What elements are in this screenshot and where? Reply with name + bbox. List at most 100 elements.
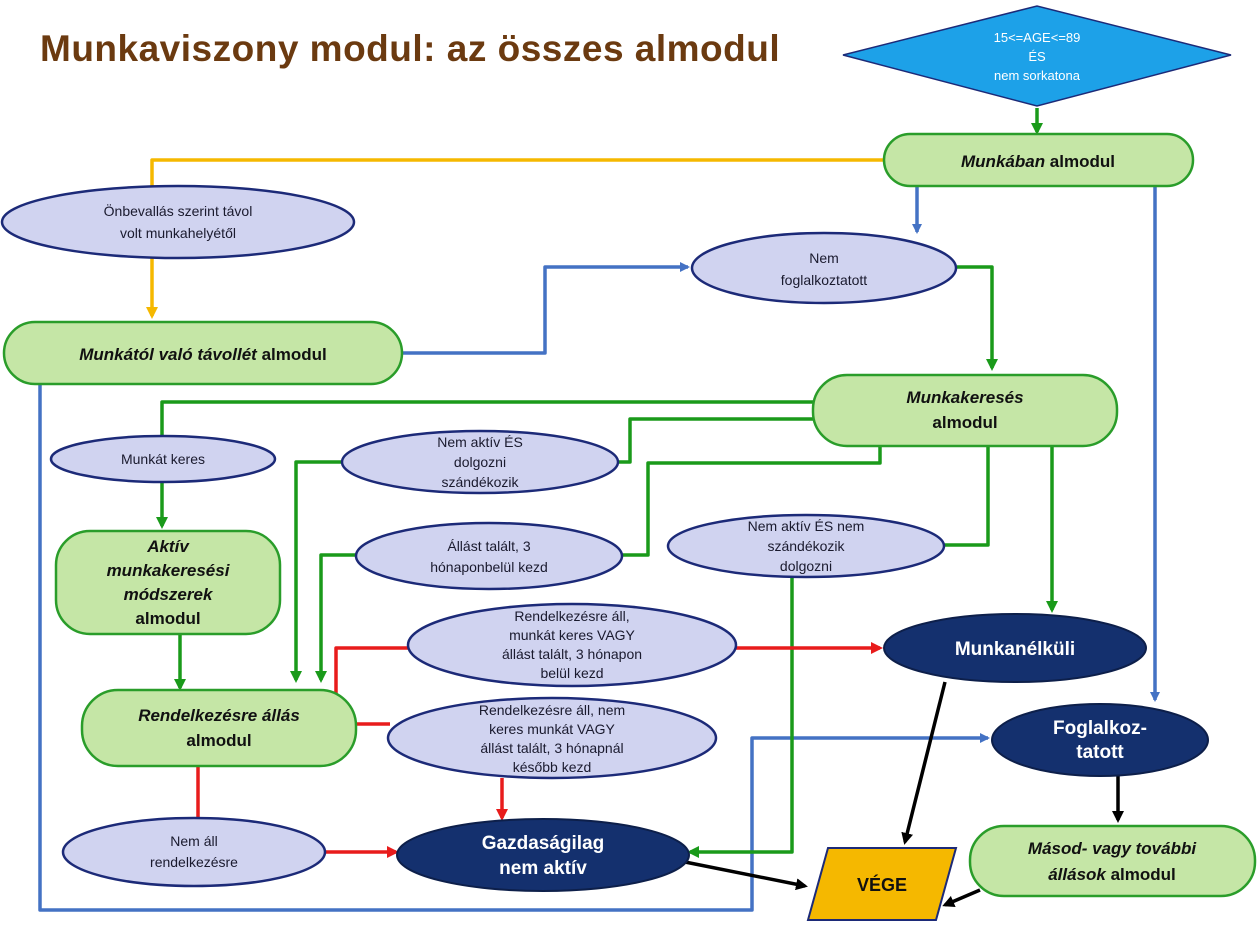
connectors [38, 108, 1160, 912]
munkat-keres-label: Munkát keres [121, 451, 205, 467]
svg-text:Munkában almodul: Munkában almodul [961, 152, 1115, 171]
munkakereses-line-1: Munkakeresés [906, 388, 1023, 407]
arrow-rendelkezesre-to-rendelkezesre-all-keres [334, 646, 408, 700]
rak-line-3: állást talált, 3 hónapon [502, 646, 642, 662]
rendelkezesre-all-keres-ellipse: Rendelkezésre áll, munkát keres VAGY állás… [406, 602, 738, 688]
arrow-munkakereses-to-nem-aktiv-nem-szandekozik [944, 446, 990, 547]
nem-all-line-1: Nem áll [170, 833, 217, 849]
nem-aktiv-nem-szandekozik-line-2: szándékozik [767, 538, 845, 554]
onbevallas-line-1: Önbevallás szerint távol [104, 202, 253, 219]
nem-foglalkoztatott-line-1: Nem [809, 250, 839, 266]
masod-line-1: Másod- vagy további [1028, 839, 1197, 858]
foglalkoztatott-line-1: Foglalkoz- [1053, 718, 1147, 739]
rendelkezesre-allas-line-2: almodul [186, 731, 251, 750]
arrow-nem-aktiv-szandekozik-to-rendelkezesre [290, 460, 342, 683]
nem-all-ellipse: Nem áll rendelkezésre [61, 816, 327, 888]
foglalkoztatott-node: Foglalkoz-tatott [991, 703, 1209, 777]
aktiv-line-1: Aktív [146, 537, 190, 556]
arrow-tavollet-to-foglalkoztatott [38, 384, 990, 912]
foglalkoztatott-line-2: tatott [1076, 742, 1124, 763]
rak-line-4: belül kezd [540, 665, 603, 681]
start-line-3: nem sorkatona [994, 68, 1081, 83]
gazdasagilag-node: Gazdaságilag nem aktív [396, 818, 690, 892]
munkanelkuli-label: Munkanélküli [955, 639, 1075, 660]
vege-node: VÉGE [806, 847, 958, 921]
onbevallas-line-2: volt munkahelyétől [120, 225, 236, 241]
nem-aktiv-szandekozik-line-1: Nem aktív ÉS [437, 434, 523, 450]
rak-line-2: munkát keres VAGY [509, 627, 635, 643]
rank-line-4: később kezd [513, 759, 592, 775]
nem-aktiv-szandekozik-line-3: szándékozik [441, 474, 519, 490]
munkaban-italic: Munkában [961, 152, 1045, 171]
gazdasagilag-line-1: Gazdaságilag [482, 833, 605, 854]
munkat-keres-ellipse: Munkát keres [49, 434, 277, 484]
vege-label: VÉGE [857, 874, 907, 895]
nem-aktiv-szandekozik-ellipse: Nem aktív ÉS dolgozni szándékozik [340, 429, 620, 495]
rendelkezesre-allas-line-1: Rendelkezésre állás [138, 706, 300, 725]
arrow-nem-foglalkoztatott-to-munkakereses [957, 265, 998, 371]
rank-line-1: Rendelkezésre áll, nem [479, 702, 625, 718]
allast-talalt-line-1: Állást talált, 3 [447, 538, 530, 554]
tavollet-almodul: Munkától való távollét almodul [2, 320, 404, 386]
svg-text:Munkától való távollét almodul: Munkától való távollét almodul [79, 345, 327, 364]
nem-aktiv-nem-szandekozik-line-1: Nem aktív ÉS nem [748, 518, 865, 534]
arrow-munkaban-to-onbevallas [150, 158, 884, 186]
munkanelkuli-node: Munkanélküli [883, 613, 1147, 683]
allast-talalt-ellipse: Állást talált, 3 hónaponbelül kezd [354, 521, 624, 591]
arrow-munkakereses-to-nem-aktiv-szandekozik [618, 417, 813, 464]
nem-foglalkoztatott-ellipse: Nem foglalkoztatott [690, 231, 958, 305]
rendelkezesre-allas-almodul: Rendelkezésre állás almodul [80, 688, 358, 768]
munkaban-almodul: Munkában almodul [882, 132, 1195, 188]
nem-foglalkoztatott-line-2: foglalkoztatott [781, 272, 867, 288]
start-line-2: ÉS [1028, 49, 1046, 64]
start-line-1: 15<=AGE<=89 [994, 30, 1081, 45]
masod-almodul: Másod- vagy további állások almodul [968, 824, 1257, 898]
arrow-gazdasagilag-to-vege [684, 860, 808, 891]
arrow-masod-to-vege [942, 888, 981, 907]
nem-aktiv-nem-szandekozik-line-3: dolgozni [780, 558, 832, 574]
allast-talalt-line-2: hónaponbelül kezd [430, 559, 548, 575]
arrow-munkakereses-to-allast-talalt [622, 446, 882, 557]
page-title: Munkaviszony modul: az összes almodul [40, 28, 781, 69]
munkakereses-almodul: Munkakeresés almodul [811, 373, 1119, 448]
nem-all-line-2: rendelkezésre [150, 854, 238, 870]
arrow-tavollet-to-nem-foglalkoztatott [402, 262, 690, 355]
tavollet-italic: Munkától való távollét [79, 345, 258, 364]
rendelkezesre-all-nem-keres-ellipse: Rendelkezésre áll, nem keres munkát VAGY á… [386, 696, 718, 780]
rank-line-2: keres munkát VAGY [489, 721, 615, 737]
munkaban-rest: almodul [1045, 152, 1115, 171]
gazdasagilag-line-2: nem aktív [499, 858, 587, 879]
tavollet-rest: almodul [257, 345, 327, 364]
aktiv-line-2: munkakeresési [107, 561, 231, 580]
munkakereses-line-2: almodul [932, 413, 997, 432]
rank-line-3: állást talált, 3 hónapnál [480, 740, 623, 756]
svg-text:Rendelkezésre áll,munkát keres: Rendelkezésre áll, munkát keres VAGY állás… [502, 608, 642, 681]
nem-aktiv-szandekozik-line-2: dolgozni [454, 454, 506, 470]
arrow-munkanelkuli-to-vege [901, 681, 947, 845]
onbevallas-ellipse: Önbevallás szerint távol volt munkahelyét… [0, 184, 356, 260]
masod-line-2-rest: almodul [1106, 865, 1176, 884]
aktiv-line-4: almodul [135, 609, 200, 628]
svg-text:Foglalkoz-tatott: Foglalkoz-tatott [1053, 718, 1147, 763]
masod-line-2-italic: állások [1048, 865, 1107, 884]
arrow-allast-talalt-to-rendelkezesre [315, 553, 356, 683]
rak-line-1: Rendelkezésre áll, [514, 608, 629, 624]
arrow-nem-aktiv-nem-szandekozik-to-gazdasagilag [687, 577, 794, 858]
